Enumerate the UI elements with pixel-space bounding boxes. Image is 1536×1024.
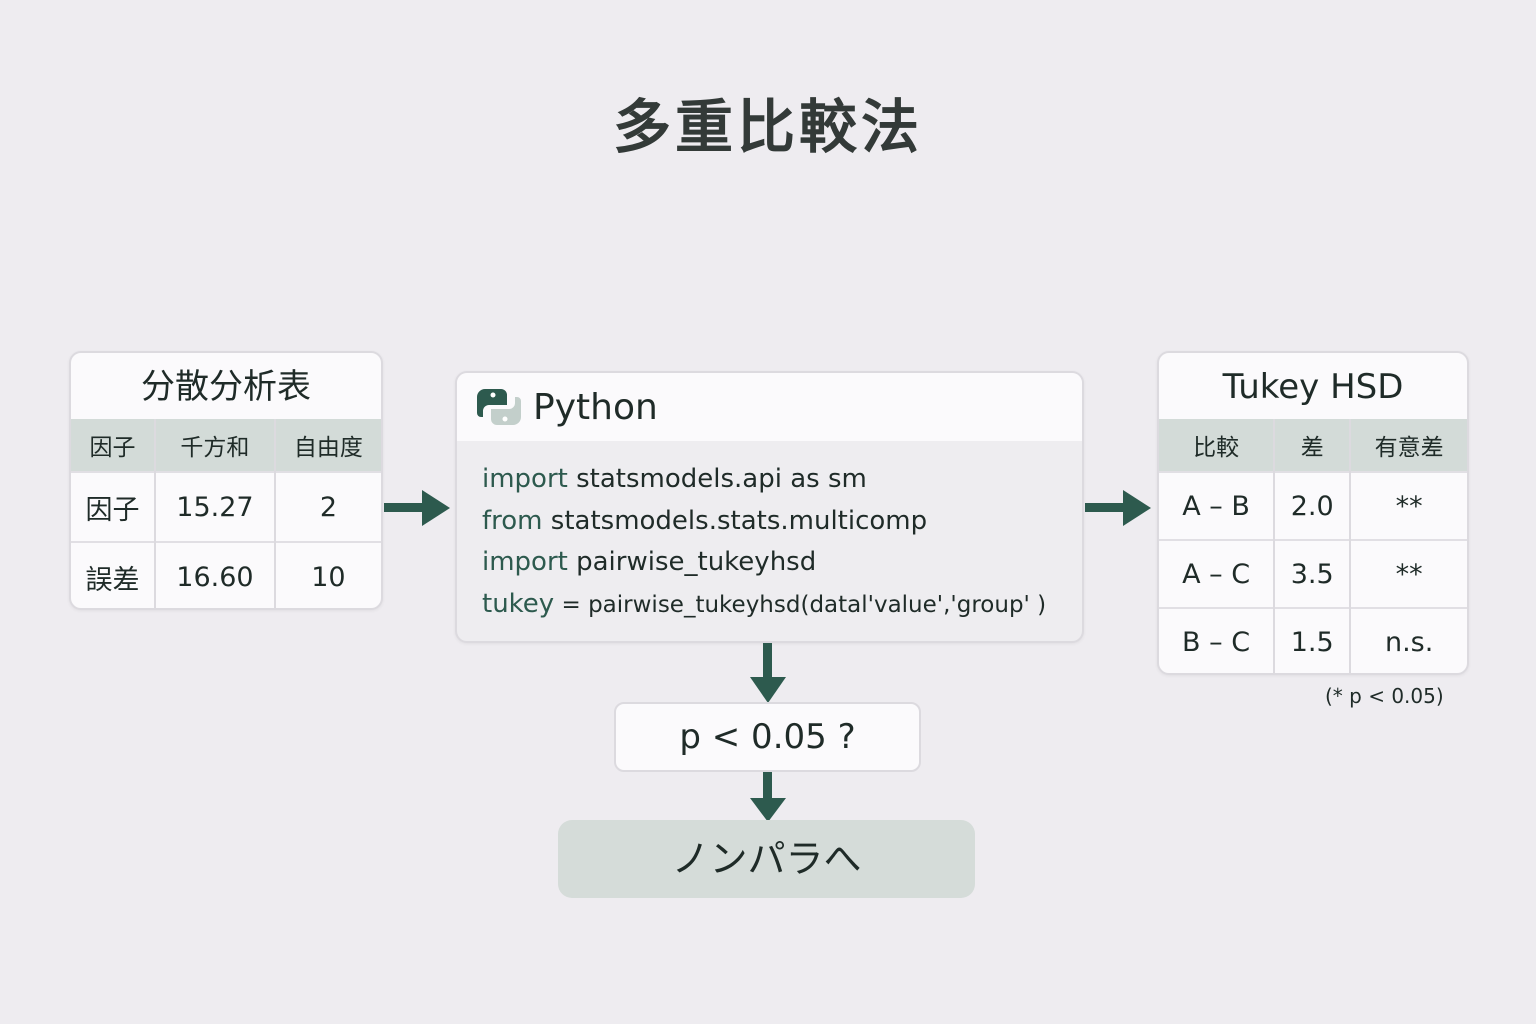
significance-note: (* p < 0.05)	[1325, 684, 1444, 708]
code-text: statsmodels.stats.multicomp	[542, 505, 928, 536]
anova-table-card: 分散分析表 因子 千方和 自由度 因子 15.27 2 誤差 16.60 10	[69, 351, 383, 610]
arrow-right-icon	[384, 490, 450, 526]
tukey-header: 差	[1273, 419, 1351, 472]
table-row: 誤差 16.60 10	[71, 541, 381, 608]
tukey-cell: A – B	[1159, 471, 1275, 540]
table-row: 因子 15.27 2	[71, 471, 381, 542]
python-title: Python	[533, 386, 658, 428]
tukey-cell: **	[1349, 539, 1467, 608]
tukey-cell: **	[1349, 471, 1467, 540]
tukey-cell: 3.5	[1273, 539, 1351, 608]
python-code-card: Python import statsmodels.api as sm from…	[455, 371, 1084, 643]
tukey-header: 有意差	[1349, 419, 1467, 472]
anova-header: 千方和	[154, 419, 275, 472]
anova-cell: 誤差	[71, 541, 156, 608]
tukey-header: 比較	[1159, 419, 1275, 472]
arrow-down-icon	[750, 643, 786, 703]
tukey-cell: B – C	[1159, 607, 1275, 673]
tukey-table: 比較 差 有意差 A – B 2.0 ** A – C 3.5 ** B – C…	[1159, 419, 1467, 673]
code-keyword: tukey	[482, 588, 555, 619]
code-keyword: from	[482, 505, 543, 536]
code-line: import statsmodels.api as sm	[482, 459, 1082, 501]
code-line: tukey = pairwise_tukeyhsd(datal'value','…	[482, 584, 1082, 627]
anova-header: 自由度	[273, 419, 381, 472]
code-text: statsmodels.api as sm	[567, 464, 867, 494]
anova-cell: 10	[273, 541, 381, 608]
tukey-table-card: Tukey HSD 比較 差 有意差 A – B 2.0 ** A – C 3.…	[1157, 351, 1469, 675]
anova-cell: 因子	[71, 471, 156, 542]
nonparametric-box: ノンパラへ	[558, 820, 975, 898]
anova-cell: 16.60	[154, 541, 275, 608]
code-line: import pairwise_tukeyhsd	[482, 542, 1082, 584]
anova-header: 因子	[71, 419, 156, 472]
anova-title: 分散分析表	[141, 367, 311, 407]
table-row: A – C 3.5 **	[1159, 539, 1467, 608]
anova-cell: 15.27	[154, 471, 275, 542]
code-keyword: import	[482, 547, 568, 577]
anova-cell: 2	[273, 471, 381, 542]
table-row: B – C 1.5 n.s.	[1159, 607, 1467, 673]
code-text: = pairwise_tukeyhsd(datal'value','group'…	[554, 591, 1047, 618]
tukey-cell: 2.0	[1273, 471, 1351, 540]
tukey-title: Tukey HSD	[1222, 367, 1404, 407]
tukey-cell: n.s.	[1349, 607, 1467, 673]
tukey-cell: 1.5	[1273, 607, 1351, 673]
python-header: Python	[457, 373, 1082, 441]
code-line: from statsmodels.stats.multicomp	[482, 501, 1082, 543]
python-logo-icon	[477, 389, 521, 425]
code-keyword: import	[482, 464, 568, 494]
code-text: pairwise_tukeyhsd	[567, 547, 817, 577]
anova-table: 因子 千方和 自由度 因子 15.27 2 誤差 16.60 10	[71, 419, 381, 608]
code-block: import statsmodels.api as sm from statsm…	[457, 441, 1082, 626]
decision-box: p < 0.05 ?	[614, 702, 921, 772]
table-row: A – B 2.0 **	[1159, 471, 1467, 540]
tukey-cell: A – C	[1159, 539, 1275, 608]
page-title: 多重比較法	[612, 93, 923, 161]
arrow-right-icon	[1085, 490, 1151, 526]
arrow-down-icon	[750, 772, 786, 822]
